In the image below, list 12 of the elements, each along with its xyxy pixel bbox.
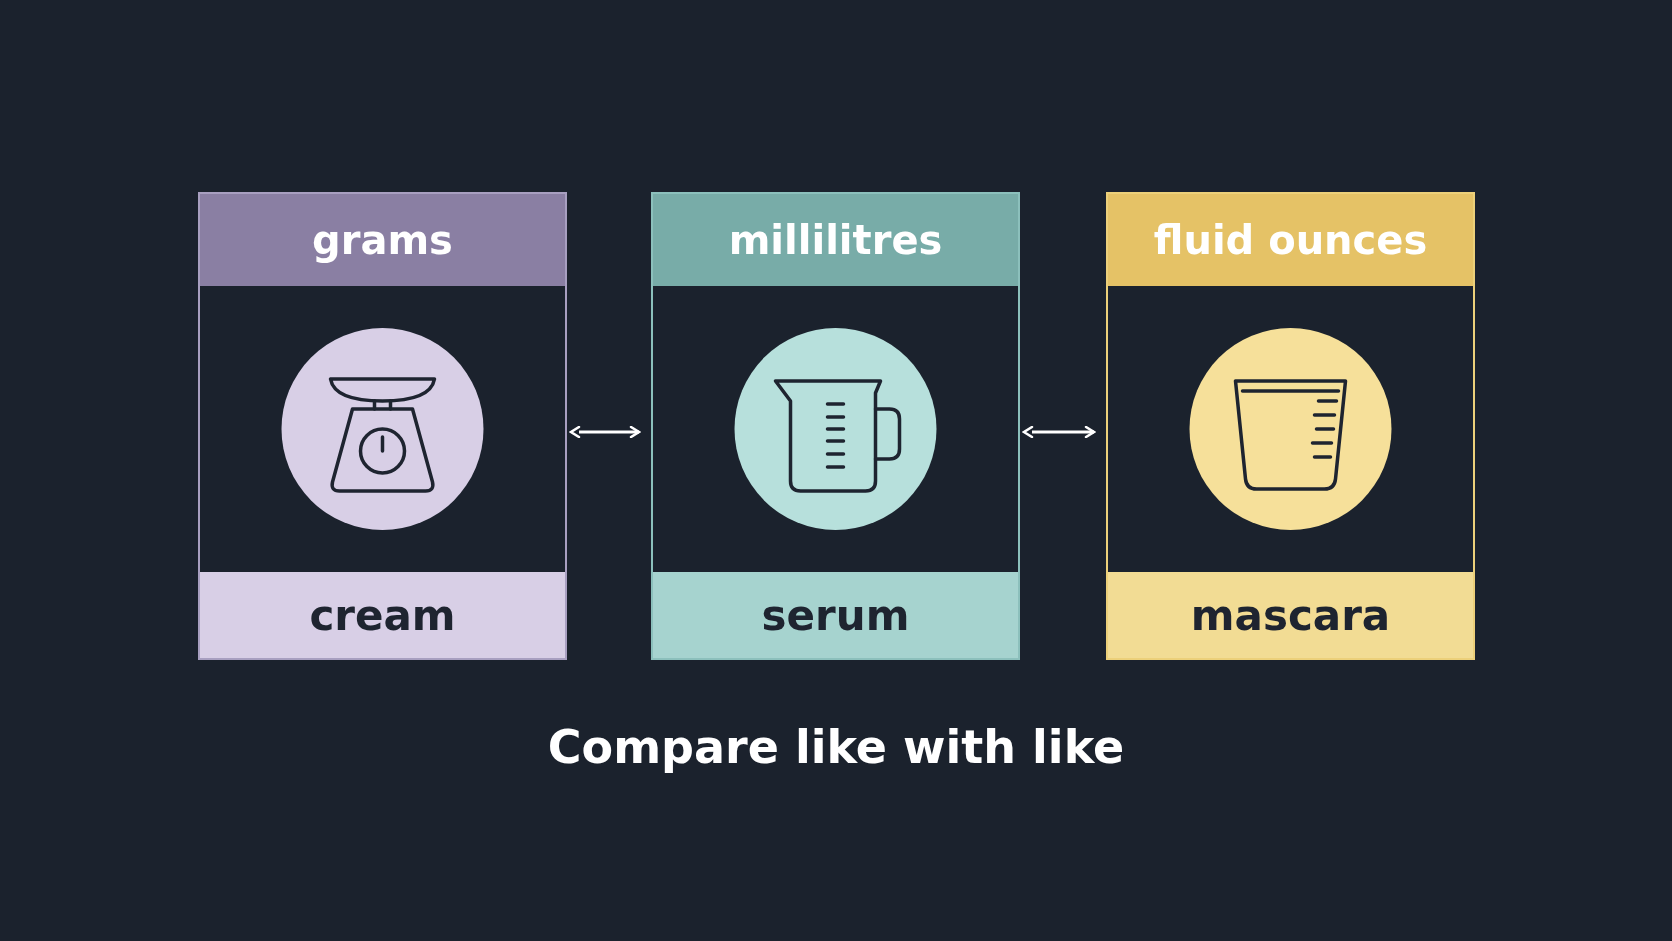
unit-card xyxy=(198,192,567,660)
unit-card xyxy=(1106,192,1475,660)
product-label: serum xyxy=(653,572,1018,658)
product-label: cream xyxy=(200,572,565,658)
unit-header: millilitres xyxy=(653,194,1018,286)
caption: Compare like with like xyxy=(547,720,1125,774)
double-arrow xyxy=(1022,425,1096,439)
double-arrow xyxy=(569,425,641,439)
unit-header: fluid ounces xyxy=(1108,194,1473,286)
unit-card xyxy=(651,192,1020,660)
product-label: mascara xyxy=(1108,572,1473,658)
unit-header: grams xyxy=(200,194,565,286)
